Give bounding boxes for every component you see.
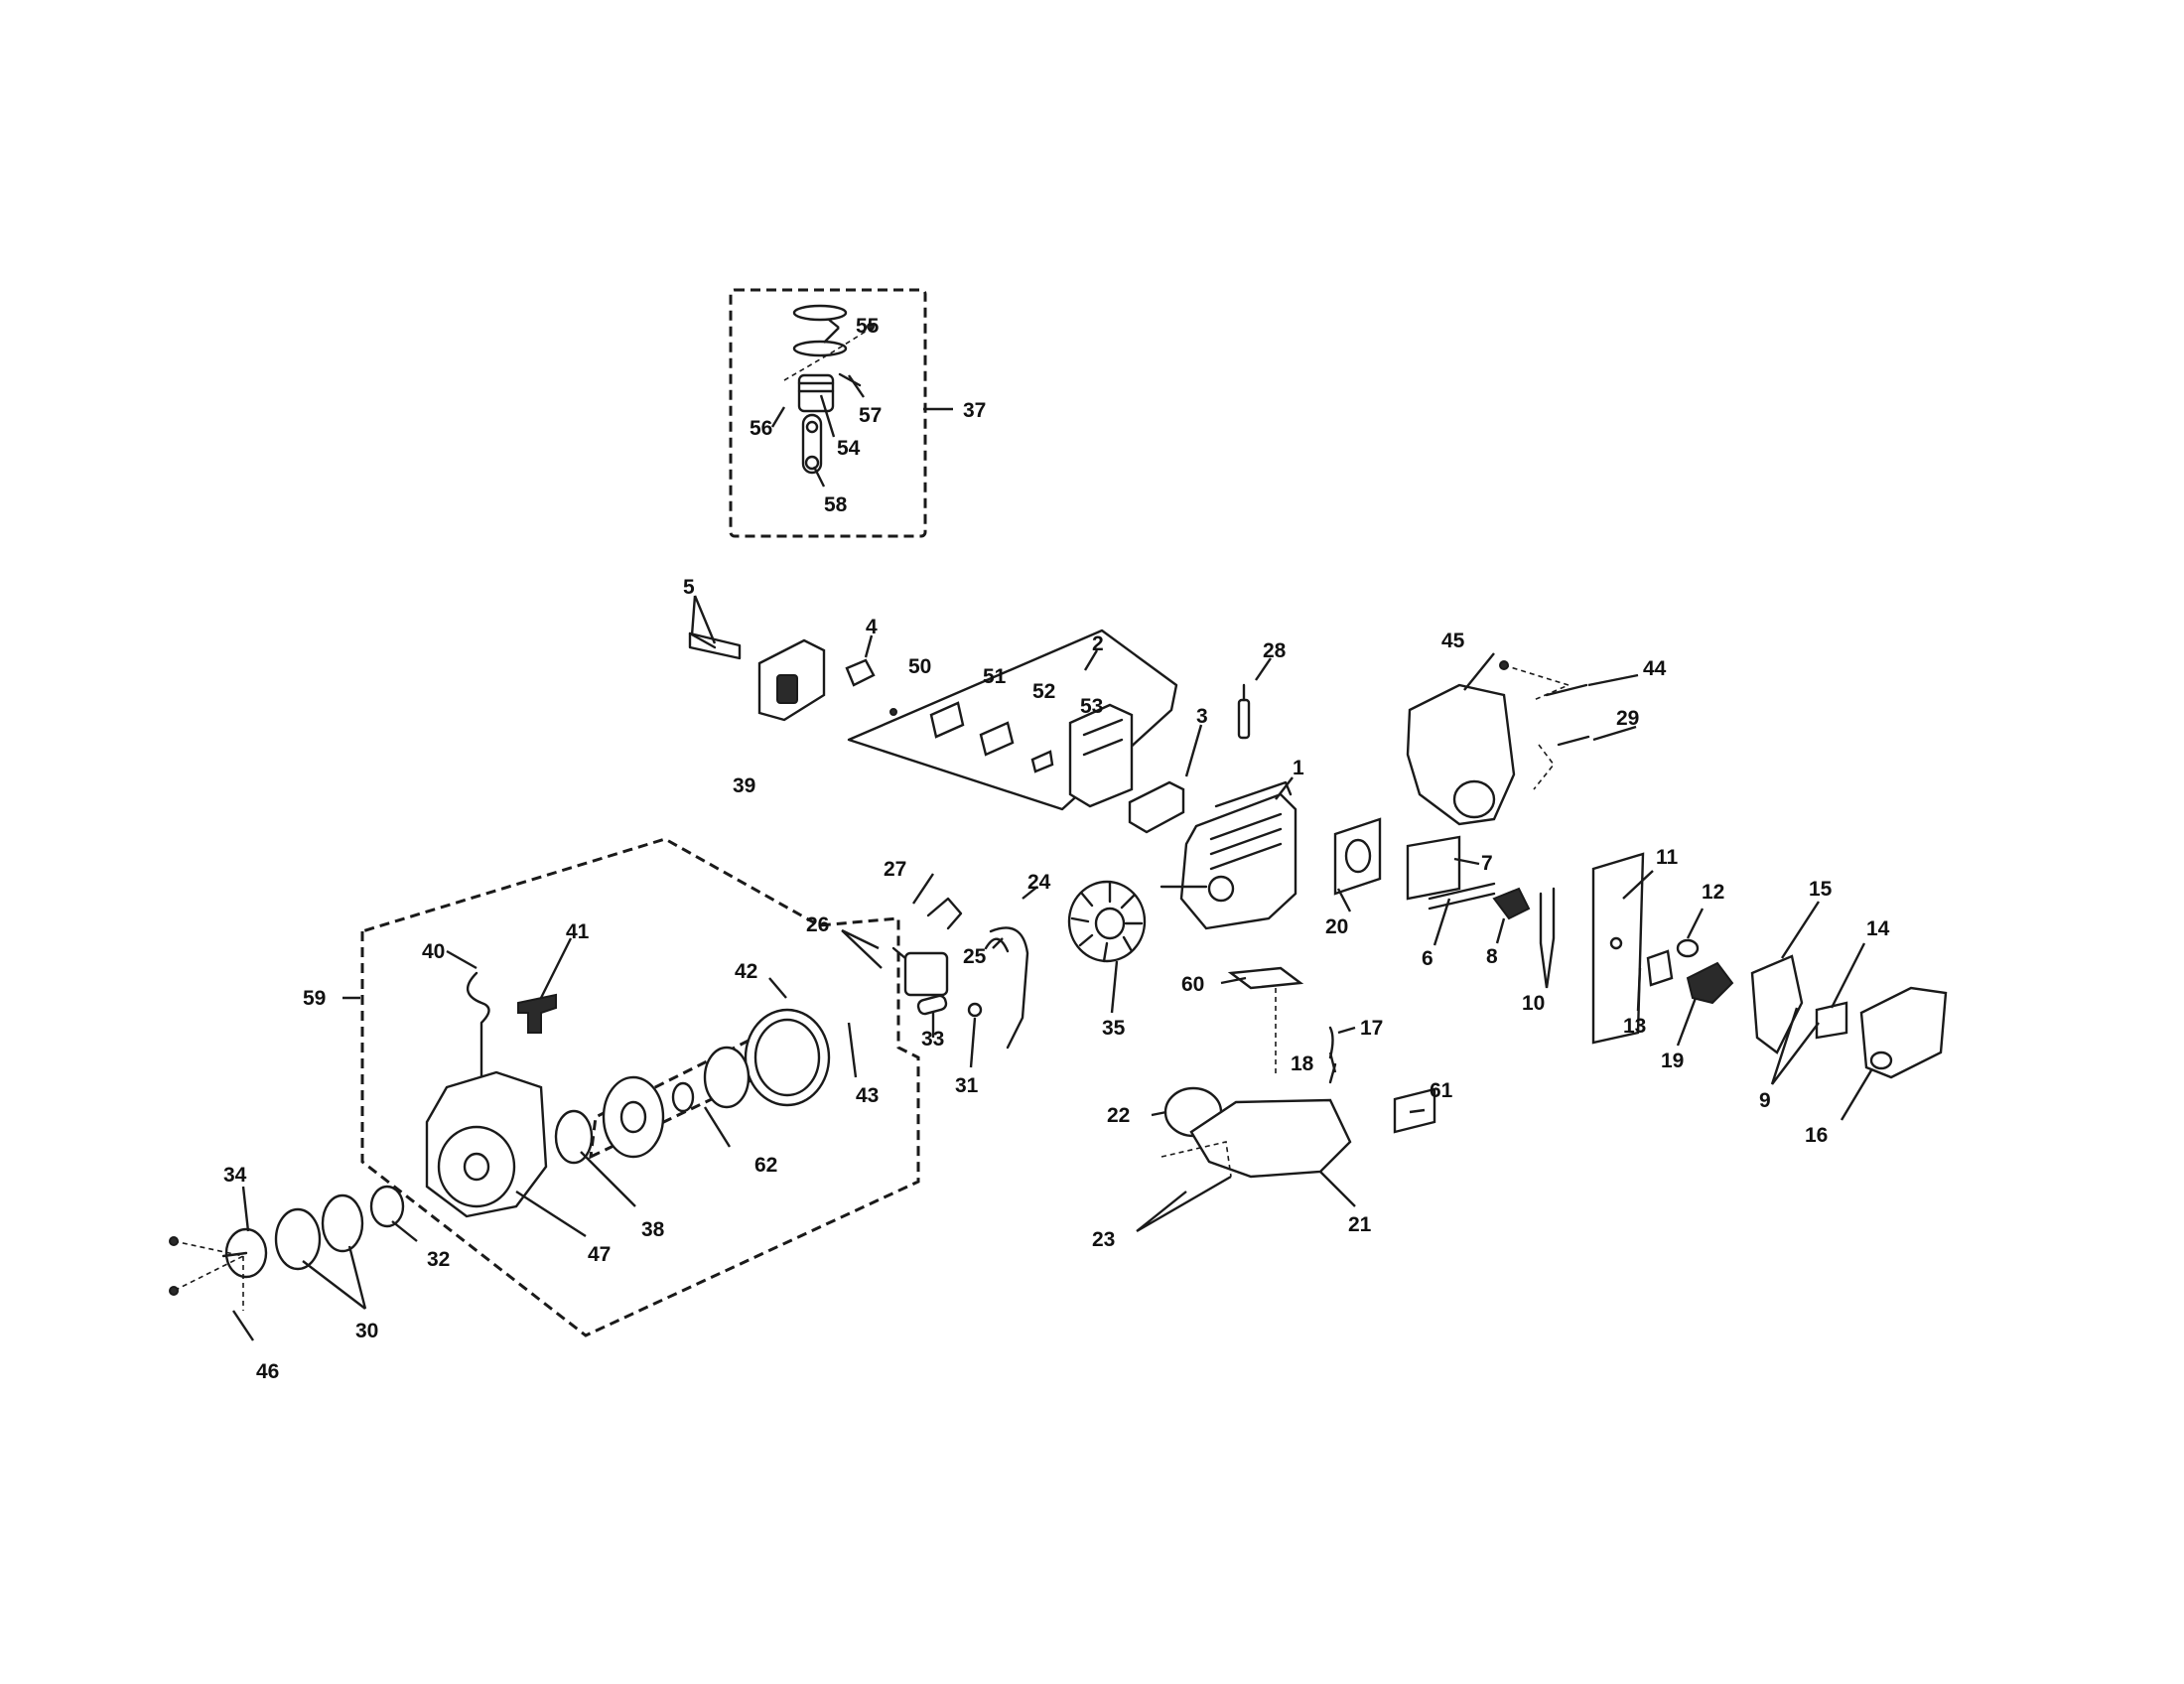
muffler-internals [889,701,1134,808]
callout-29: 29 [1616,707,1639,730]
callout-54: 54 [837,437,861,460]
part-60-17-18 [1227,966,1337,1084]
part-5-bracket [688,632,742,660]
callout-17: 17 [1360,1017,1383,1040]
callout-59: 59 [303,987,326,1010]
part-45-engine-housing [1406,660,1590,826]
callout-18: 18 [1291,1052,1314,1075]
part-14-9-filter [1815,1001,1848,1040]
part-6-7-8-10 [1406,835,1556,945]
part-20-gasket [1333,817,1382,896]
callout-37: 37 [963,399,986,422]
callout-7: 7 [1481,852,1493,875]
part-28-spark-plug [1237,683,1251,740]
callout-22: 22 [1107,1104,1130,1127]
part-4-gasket [845,658,876,687]
callout-40: 40 [422,940,445,963]
callout-52: 52 [1032,680,1055,703]
callout-44: 44 [1643,657,1667,680]
callout-25: 25 [963,945,987,968]
callout-50: 50 [908,655,931,678]
callout-61: 61 [1430,1079,1453,1102]
callout-24: 24 [1027,871,1051,894]
callout-32: 32 [427,1248,450,1271]
callout-13: 13 [1623,1015,1646,1038]
callout-39: 39 [733,774,755,797]
callout-47: 47 [588,1243,611,1266]
part-27-ignition-coil [891,897,963,997]
part-12-13 [1646,938,1700,987]
callout-10: 10 [1522,992,1545,1015]
callout-58: 58 [824,493,848,516]
part-16-air-cover [1859,986,1948,1079]
callouts: 1 2 3 4 5 6 7 8 9 10 11 12 13 14 15 16 1… [223,315,1890,1383]
part-40-41-handle-rope [467,971,557,1109]
callout-62: 62 [754,1154,777,1177]
callout-20: 20 [1325,915,1348,938]
piston-kit-group [729,288,927,538]
callout-5: 5 [683,576,695,599]
part-39-muffler-cover [757,638,826,722]
callout-55: 55 [856,315,880,338]
callout-51: 51 [983,665,1007,688]
callout-41: 41 [566,920,590,943]
callout-27: 27 [884,858,906,881]
part-1-engine [1160,780,1297,930]
part-35-flywheel [1067,880,1147,963]
part-42-cover [744,1008,831,1107]
callout-19: 19 [1661,1050,1684,1072]
callout-34: 34 [223,1164,247,1187]
callout-28: 28 [1263,639,1287,662]
callout-16: 16 [1805,1124,1828,1147]
callout-21: 21 [1348,1213,1372,1236]
callout-23: 23 [1092,1228,1115,1251]
callout-45: 45 [1441,630,1465,652]
callout-30: 30 [355,1320,378,1342]
callout-14: 14 [1866,917,1890,940]
callout-12: 12 [1702,881,1724,904]
part-30-32-34-clutch [169,1185,405,1311]
part-24-25-wire [984,926,1029,1050]
callout-15: 15 [1809,878,1833,901]
callout-33: 33 [921,1028,944,1051]
part-47-starter-housing [425,1070,548,1218]
callout-1: 1 [1293,757,1304,779]
part-15-filter-base [1750,954,1804,1054]
part-33-31-small [916,994,983,1018]
callout-35: 35 [1102,1017,1126,1040]
callout-9: 9 [1759,1089,1771,1112]
callout-46: 46 [256,1360,279,1383]
part-11-shield [1591,852,1645,1045]
callout-57: 57 [859,404,882,427]
callout-43: 43 [856,1084,879,1107]
callout-26: 26 [806,913,829,936]
muffler-group [847,629,1178,811]
callout-3: 3 [1196,705,1208,728]
callout-6: 6 [1422,947,1433,970]
callout-11: 11 [1656,846,1679,869]
callout-38: 38 [641,1218,665,1241]
part-3-gasket [1128,780,1185,834]
leader-lines [232,319,1873,1341]
part-62-pulley-set [602,1046,751,1159]
callout-42: 42 [735,960,757,983]
callout-53: 53 [1080,695,1103,718]
callout-2: 2 [1092,632,1104,655]
callout-60: 60 [1181,973,1204,996]
part-38-washer [554,1109,594,1165]
callout-8: 8 [1486,945,1498,968]
callout-4: 4 [866,616,878,638]
callout-56: 56 [750,417,772,440]
callout-31: 31 [955,1074,979,1097]
part-21-22-fuel-tank [1160,1086,1352,1179]
part-19-carburetor [1686,961,1734,1005]
